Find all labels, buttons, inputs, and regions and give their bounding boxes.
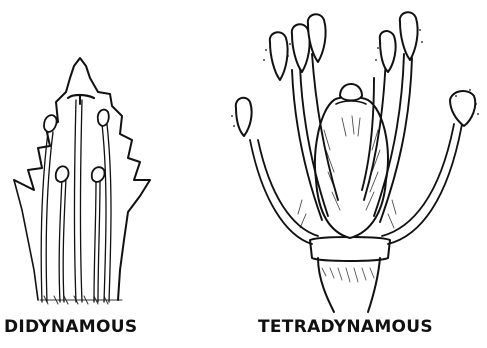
didynamous-caption: DIDYNAMOUS <box>4 317 137 337</box>
didynamous-figure <box>14 58 150 304</box>
tetradynamous-caption: TETRADYNAMOUS <box>258 317 433 337</box>
stigma-cap <box>340 84 362 101</box>
pedicel <box>318 258 380 312</box>
receptacle <box>310 237 390 261</box>
anthers <box>44 110 109 182</box>
tetradynamous-figure <box>231 12 479 312</box>
ovary <box>315 97 388 238</box>
